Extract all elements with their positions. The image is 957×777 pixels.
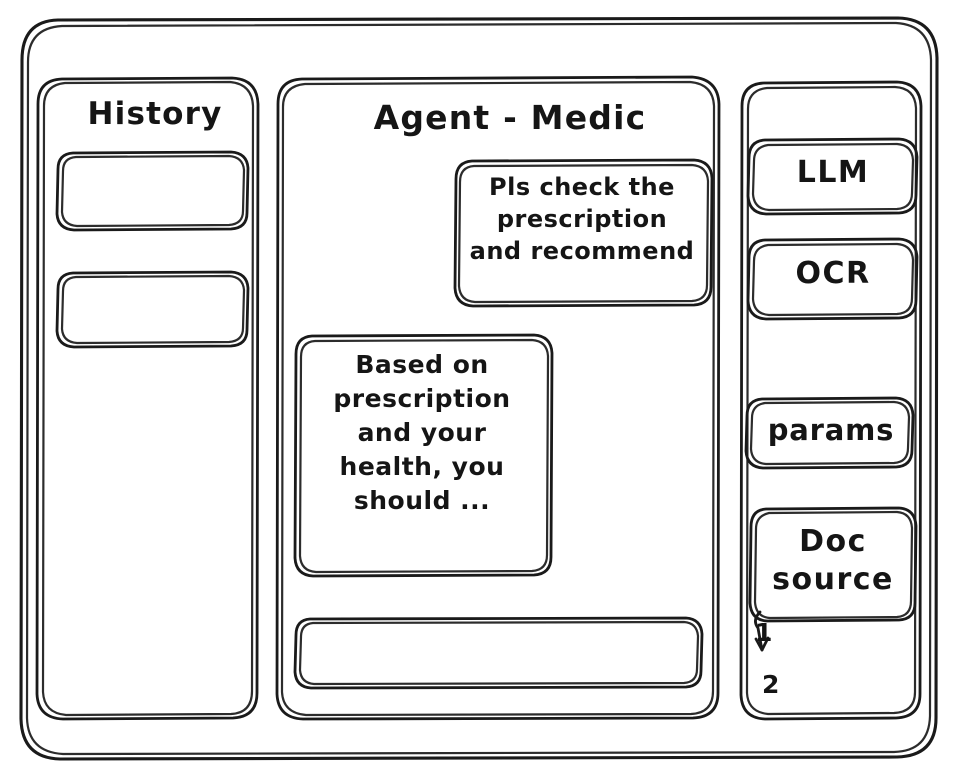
- message-input[interactable]: [295, 618, 703, 689]
- doc-source-item-1[interactable]: 1: [755, 618, 773, 647]
- tool-button-params-label: params: [767, 413, 895, 447]
- doc-source-label: Doc source: [772, 524, 894, 597]
- chat-bubble-user-text: Pls check the prescription and recommend: [469, 173, 695, 265]
- chat-bubble-assistant-text: Based on prescription and your health, y…: [333, 350, 511, 515]
- history-panel-title: History: [87, 96, 223, 132]
- doc-source-item-2[interactable]: 2: [762, 670, 780, 699]
- agent-panel-title: Agent - Medic: [373, 98, 647, 137]
- history-panel[interactable]: [37, 78, 259, 720]
- tool-button-llm-label: LLM: [796, 155, 870, 190]
- tool-button-ocr-label: OCR: [795, 256, 871, 291]
